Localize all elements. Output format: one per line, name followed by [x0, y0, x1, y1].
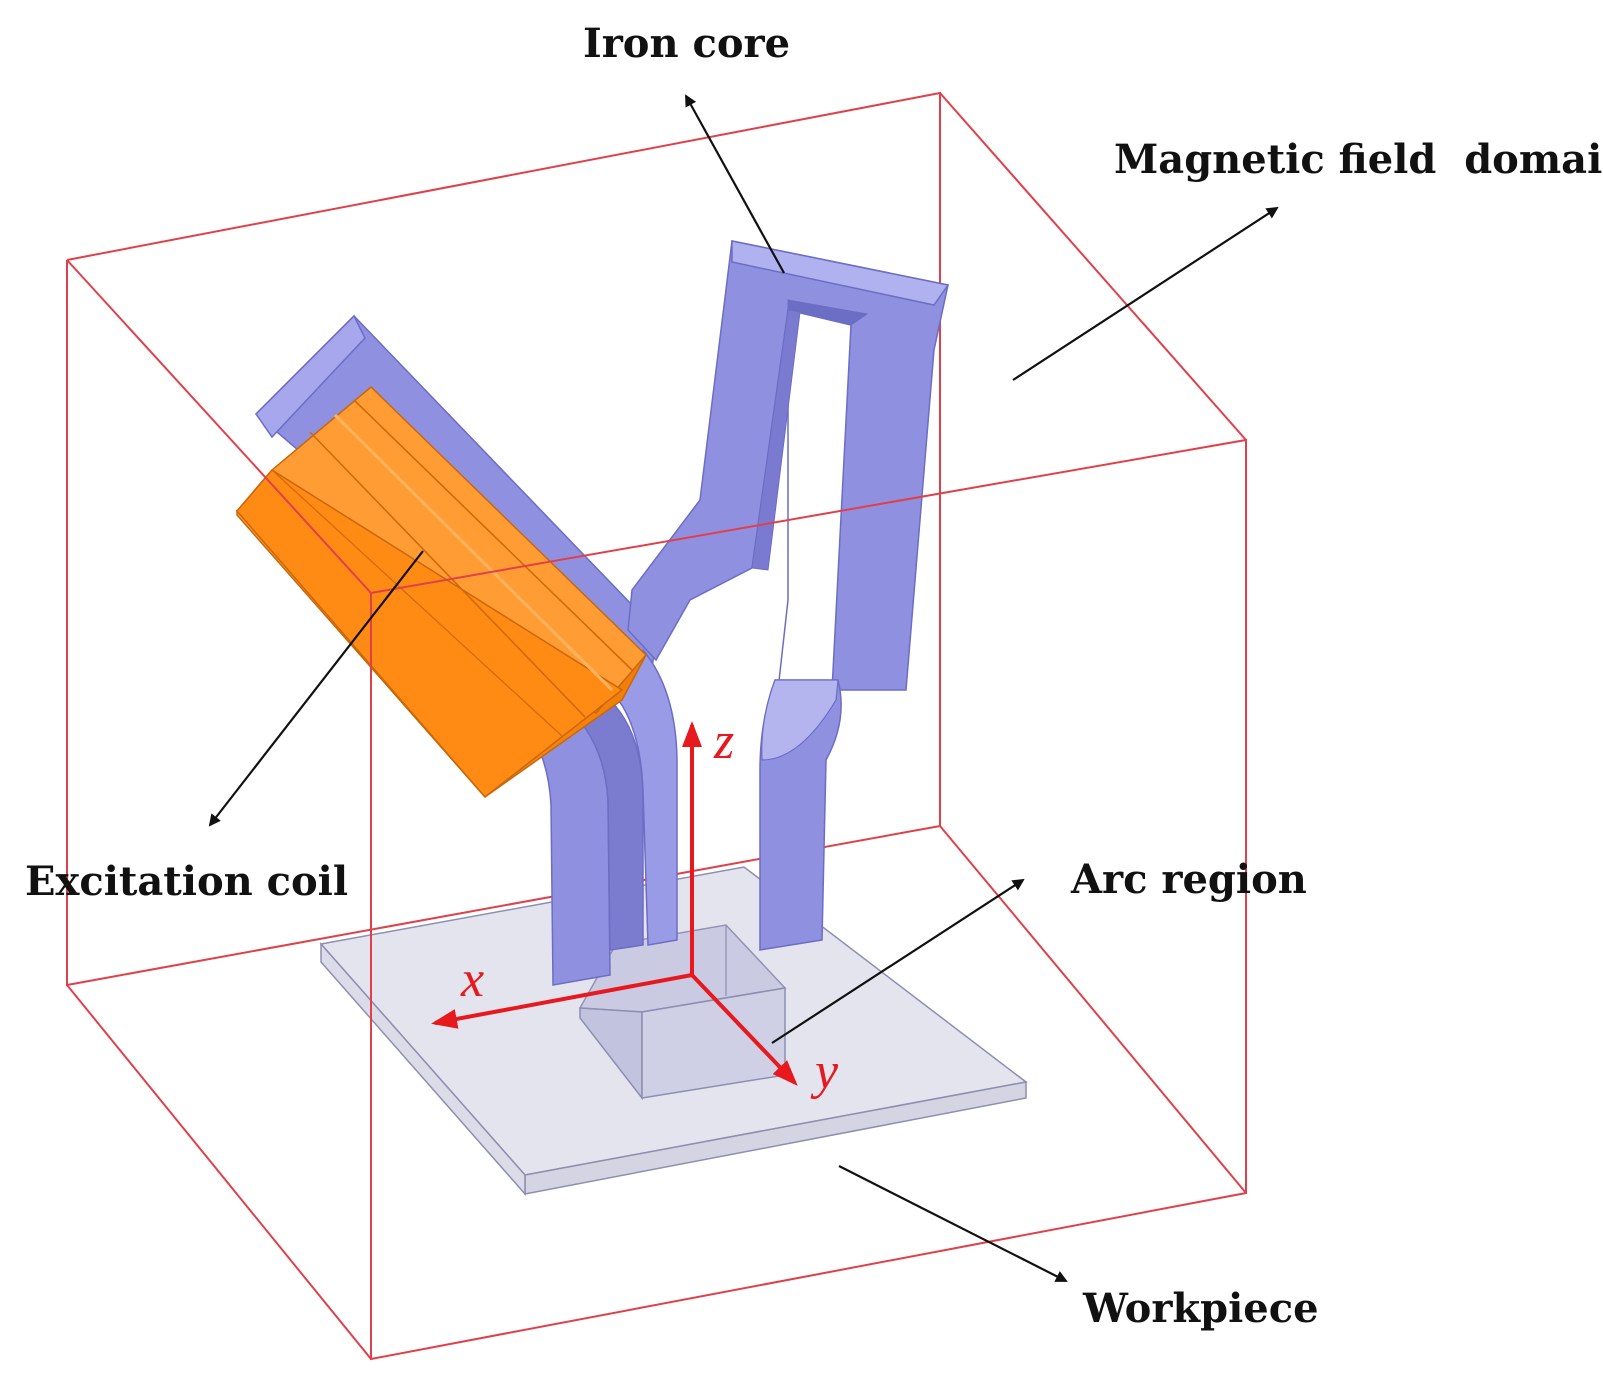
- magnetic-field-domain-label: Magnetic field domain: [1114, 136, 1603, 183]
- magnetic-field-domain-leader: [1012, 206, 1279, 381]
- magnetic-field-domain-front: [66, 92, 1247, 1361]
- leader-arrows: [208, 94, 1279, 1282]
- y-axis-label: y: [810, 1043, 839, 1100]
- excitation-coil-leader: [208, 550, 424, 827]
- arc-region-block: [578, 924, 787, 1101]
- arc-region-leader: [771, 878, 1025, 1044]
- iron-core-label: Iron core: [583, 20, 790, 67]
- x-axis-line: [431, 973, 693, 1029]
- callout-labels: Iron core Magnetic field domain Excitati…: [25, 20, 1603, 1332]
- z-axis-label: z: [713, 713, 734, 770]
- workpiece-leader: [838, 1165, 1068, 1282]
- iron-core-leader: [685, 94, 785, 274]
- y-axis-line: [690, 973, 798, 1086]
- excitation-coil-label: Excitation coil: [25, 858, 348, 905]
- workpiece-label: Workpiece: [1082, 1285, 1319, 1332]
- arc-region-label: Arc region: [1070, 856, 1307, 903]
- x-axis-label: x: [460, 951, 484, 1008]
- coordinate-axes: z x y: [431, 713, 839, 1100]
